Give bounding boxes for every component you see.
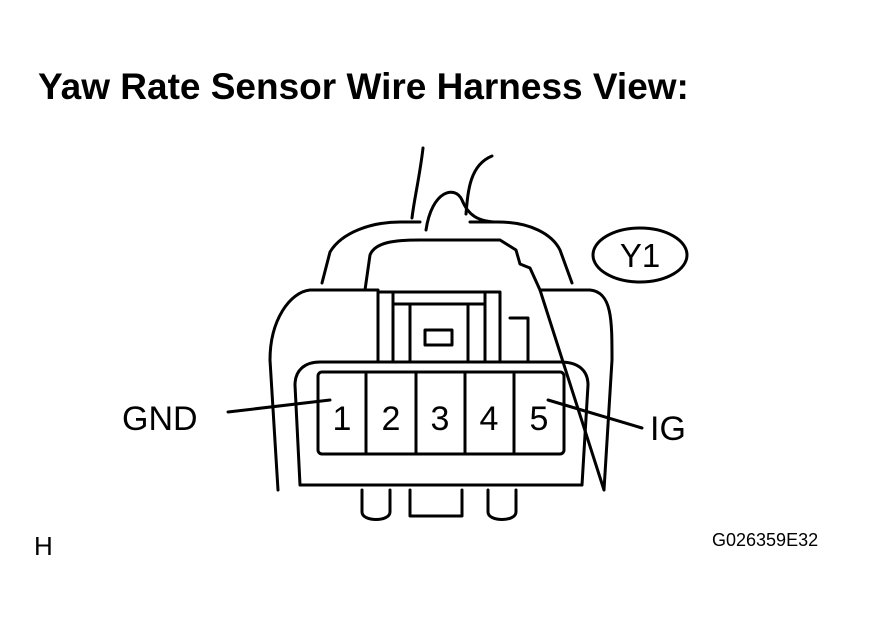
ig-leader: [546, 398, 644, 430]
connector-id: Y1: [620, 237, 660, 274]
figure-code: G026359E32: [712, 530, 819, 550]
lock-tab-side: [508, 316, 530, 364]
wire-bundle: [424, 190, 500, 232]
wire-lead-left: [410, 146, 425, 220]
ig-label: IG: [650, 410, 686, 448]
boot-outer: [320, 220, 574, 285]
pin-label: 4: [480, 400, 499, 438]
housing-inner-border: [293, 360, 590, 487]
housing-outline: [268, 288, 614, 492]
pin-label: 5: [530, 400, 549, 438]
boot-inner: [363, 238, 542, 292]
connector-id-oval: [591, 226, 689, 284]
foot-right: [486, 488, 518, 521]
wire-lead-right: [464, 154, 494, 216]
lock-tab-outer: [376, 290, 502, 364]
pin-label: 2: [382, 400, 401, 438]
foot-center: [408, 488, 464, 518]
pin-label: 1: [333, 400, 352, 438]
diagram-title: Yaw Rate Sensor Wire Harness View:: [38, 66, 689, 107]
foot-left: [360, 488, 392, 521]
corner-letter: H: [34, 531, 53, 561]
cavity-frame: [316, 370, 566, 456]
lock-tab-inner: [391, 290, 487, 364]
pin-label: 3: [431, 400, 450, 438]
gnd-leader: [226, 398, 332, 414]
gnd-label: GND: [122, 400, 198, 438]
